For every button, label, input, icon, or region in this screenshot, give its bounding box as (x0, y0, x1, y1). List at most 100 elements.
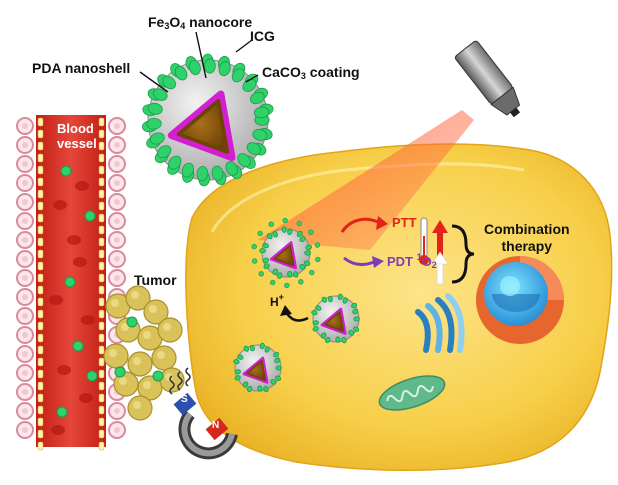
vessel-wall-segment (37, 381, 44, 391)
fe3o4-text: Fe (148, 14, 165, 30)
fe3o4-core (246, 359, 267, 381)
icg-dot (147, 102, 163, 115)
vessel-wall-segment (98, 165, 105, 175)
red-blood-cell (67, 235, 81, 245)
label-pda-nanoshell: PDA nanoshell (32, 60, 131, 76)
endothelial-cell-center (22, 313, 28, 319)
vessel-wall-segment (37, 441, 44, 451)
vessel-wall-segment (37, 321, 44, 331)
icg-dot (272, 231, 278, 238)
icg-dot (181, 162, 194, 178)
icg-dot (242, 381, 249, 388)
label-pdt: PDT 1O2 (387, 252, 437, 270)
pdt-superscript: 1 (416, 252, 422, 262)
icg-dot (274, 357, 281, 364)
label-h-plus: H+ (270, 292, 284, 309)
endothelial-cell-center (22, 218, 28, 224)
nucleus-icon (476, 256, 564, 344)
icg-dot (311, 310, 318, 316)
pdt-subscript: 2 (431, 260, 437, 270)
icg-dot (252, 128, 268, 141)
vessel-nanoparticle (56, 406, 68, 418)
tumor-cell-highlight (143, 381, 151, 389)
pdt-arrow (343, 256, 375, 267)
vessel-wall-segment (37, 297, 44, 307)
vessel-nanoparticle (72, 340, 84, 352)
endothelial-cell-center (22, 332, 28, 338)
vessel-wall-segment (98, 333, 105, 343)
vessel-wall-segment (37, 393, 44, 403)
thermometer-icon (419, 217, 429, 265)
released-icg-dot (308, 229, 314, 235)
icg-dot (218, 61, 231, 77)
icg-dot (211, 165, 224, 181)
vessel-wall-segment (98, 237, 105, 247)
endothelial-cell-center (114, 408, 120, 414)
vessel-wall-segment (98, 213, 105, 223)
released-icg-dot (296, 220, 302, 227)
magnet-icon (173, 392, 238, 460)
icg-dot (231, 68, 245, 83)
vessel-wall-segment (98, 273, 105, 283)
endothelial-cell-center (22, 180, 28, 186)
vessel-wall-segment (37, 237, 44, 247)
vessel-wall-segment (37, 225, 44, 235)
label-icg: ICG (250, 28, 275, 44)
icg-dot (257, 385, 263, 392)
icg-dot (304, 250, 311, 256)
vessel-wall-segment (98, 357, 105, 367)
tumor-cell (151, 345, 177, 371)
endothelial-cell-center (114, 256, 120, 262)
leader-caco3 (245, 74, 259, 83)
label-magnet-n: N (212, 420, 220, 431)
vessel-wall-segment (37, 261, 44, 271)
vessel-nanoparticle (64, 276, 76, 288)
tumor-cell (143, 299, 169, 325)
vessel-wall-segment (37, 213, 44, 223)
fe3o4-text-o: O (169, 14, 181, 30)
endothelial-cell-center (22, 256, 28, 262)
icg-dot (262, 242, 269, 249)
endothelial-cell-center (22, 142, 28, 148)
h-plus-arrowhead (280, 305, 292, 316)
icg-dot (287, 271, 293, 278)
icg-dot (348, 330, 355, 336)
vessel-wall-segment (98, 429, 105, 439)
vessel-wall-segment (98, 153, 105, 163)
fe3o4-subscript-4: 4 (180, 21, 186, 31)
vessel-wall-segment (37, 357, 44, 367)
tumor-cell (137, 375, 163, 401)
endothelial-cell-center (114, 142, 120, 148)
endothelial-cell-center (22, 351, 28, 357)
icg-dot (273, 351, 280, 358)
tumor-nanoparticle (152, 370, 164, 382)
vessel-wall-segment (98, 189, 105, 199)
blood-vessel (16, 115, 126, 451)
red-blood-cell (57, 365, 71, 375)
blood-line-1: Blood (57, 121, 94, 136)
released-icg-dot (258, 271, 264, 277)
endothelial-cell-center (22, 199, 28, 205)
released-icg-dot (268, 221, 274, 227)
blood-line-2: vessel (57, 136, 97, 151)
vessel-wall-segment (37, 201, 44, 211)
icg-dot (264, 346, 270, 353)
vessel-wall-segment (37, 333, 44, 343)
icg-dot (299, 263, 306, 270)
vessel-wall-segment (37, 429, 44, 439)
icg-dot (275, 375, 282, 381)
endothelial-cell-center (22, 275, 28, 281)
vessel-wall-segment (98, 345, 105, 355)
vessel-wall-segment (98, 405, 105, 415)
caco3-subscript: 3 (300, 71, 306, 81)
tumor-nanoparticle (114, 366, 126, 378)
tumor-cell (125, 285, 151, 311)
endothelial-cell-center (22, 237, 28, 243)
tumor-cell-highlight (119, 377, 127, 385)
vessel-wall-segment (98, 321, 105, 331)
endothelial-cell-center (114, 180, 120, 186)
released-icg-dot (257, 230, 263, 237)
fe3o4-text-post: nanocore (185, 14, 253, 30)
released-icg-dot (251, 258, 258, 264)
